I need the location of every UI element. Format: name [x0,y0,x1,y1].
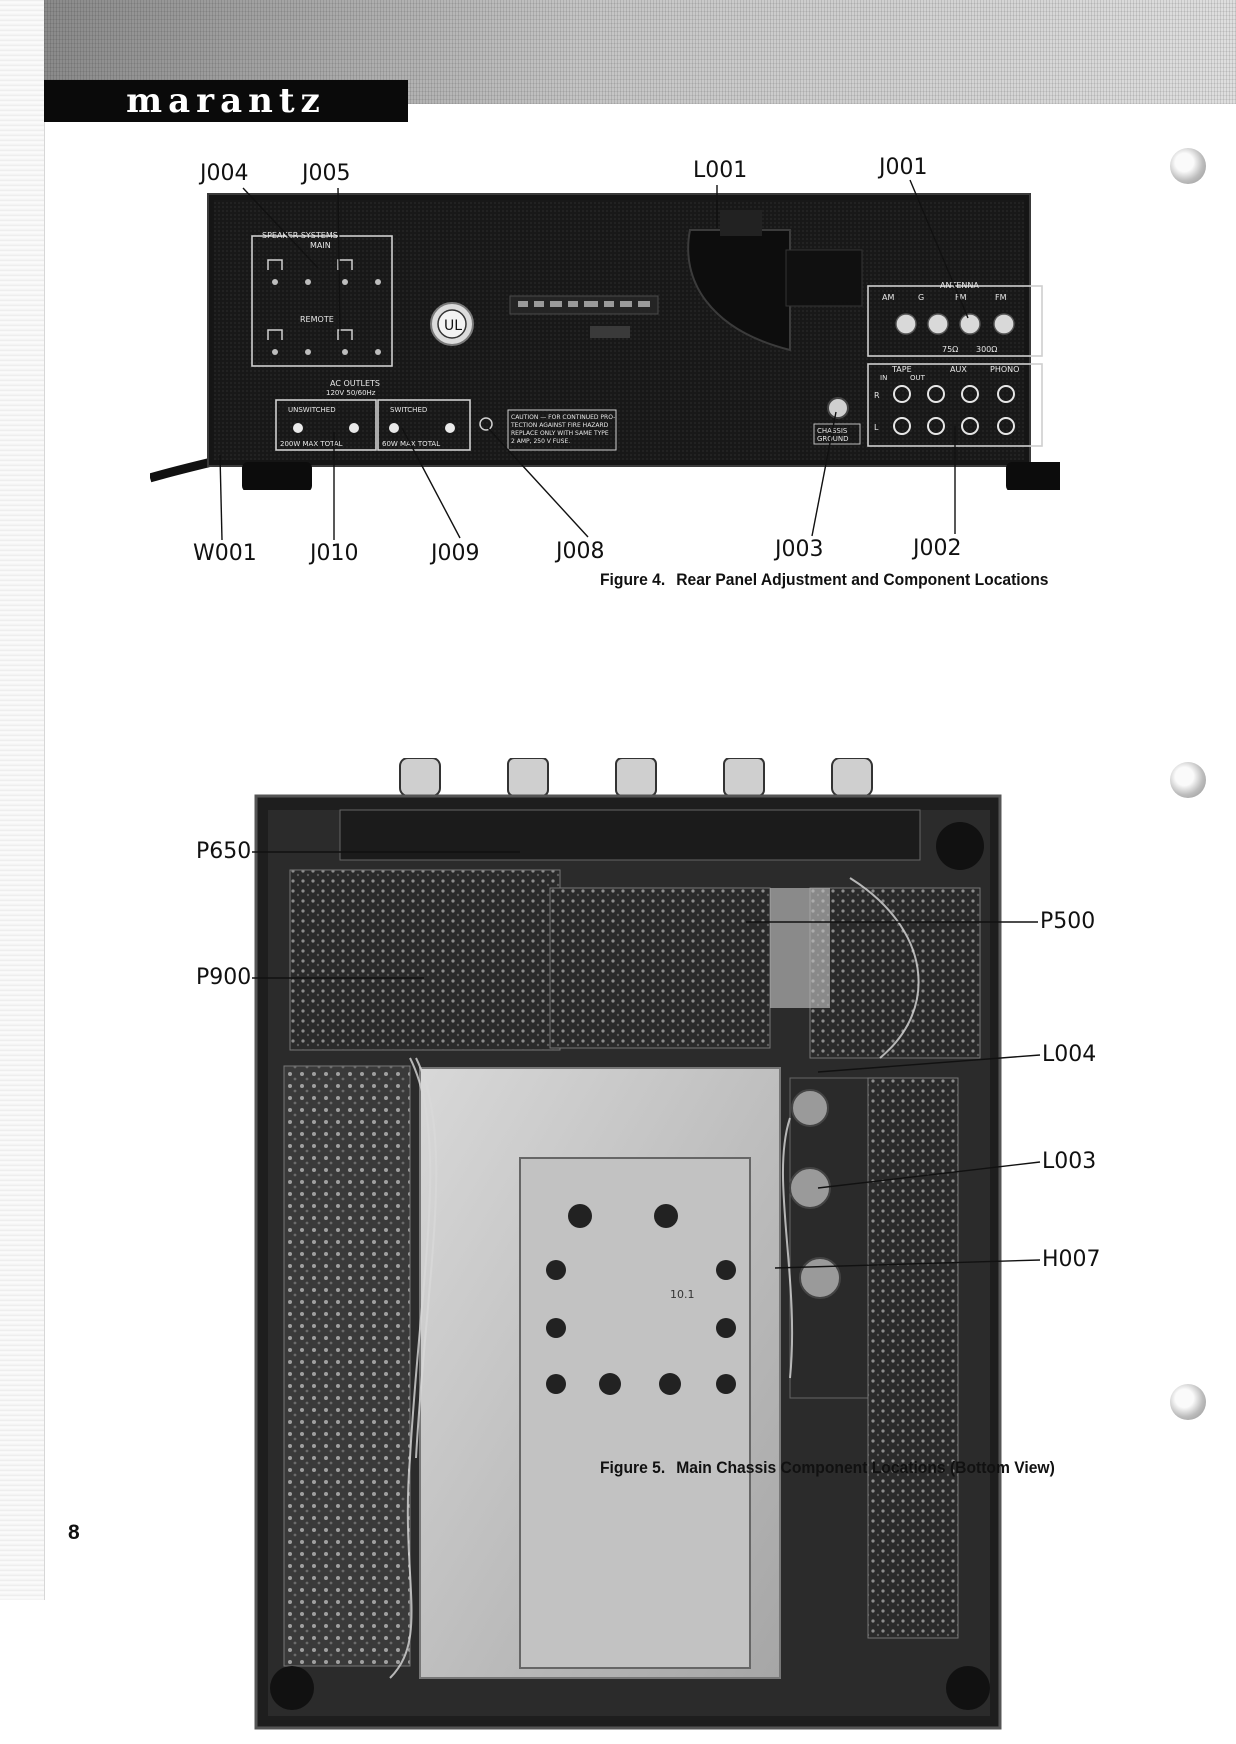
brand-text: marantz [126,81,326,121]
brand-logo: marantz [44,80,408,122]
page-edge [0,0,45,1600]
board-marking: 10.1 [670,1288,695,1301]
rear-panel-photo: SPEAKER SYSTEMS MAIN REMOTE UL ANTENNA [150,190,1060,490]
figure-5-number: Figure 5. [600,1458,666,1477]
callout-j010: J010 [310,541,359,566]
figure-4-number: Figure 4. [600,570,666,589]
left-channel-label: L [874,423,879,432]
figure-5-title: Main Chassis Component Locations (Bottom… [676,1458,1055,1477]
caution-line-1: CAUTION — FOR CONTINUED PRO- [511,414,615,421]
chassis-label: CHASSIS [817,427,848,435]
speaker-systems-label: SPEAKER SYSTEMS [262,231,338,240]
antenna-am-label: AM [882,293,894,302]
callout-h007: H007 [1042,1247,1101,1272]
aux-label: AUX [950,365,967,374]
callout-j001: J001 [879,155,928,180]
callout-j002: J002 [913,536,962,561]
caution-line-2: TECTION AGAINST FIRE HAZARD [510,422,609,429]
caution-line-3: REPLACE ONLY WITH SAME TYPE [511,430,609,437]
figure-5-caption: Figure 5. Main Chassis Component Location… [600,1458,1055,1478]
tape-in-label: IN [880,374,887,382]
chassis-photo: 10.1 [250,758,1020,1744]
unswitched-rating-label: 200W MAX TOTAL [280,440,343,448]
unswitched-label: UNSWITCHED [288,406,336,414]
impedance-75-label: 75Ω [942,345,958,354]
callout-j004: J004 [200,161,249,186]
callout-j005: J005 [302,161,351,186]
antenna-fm2-label: FM [995,293,1007,302]
figure-4-caption: Figure 4. Rear Panel Adjustment and Compo… [600,570,1048,590]
right-channel-label: R [874,391,880,400]
callout-p650: P650 [196,839,252,864]
callout-w001: W001 [193,541,257,566]
callout-l003: L003 [1042,1149,1097,1174]
chassis-illustration: 10.1 [254,758,1002,1730]
punch-hole [1170,762,1206,798]
punch-hole [1170,1384,1206,1420]
callout-p500: P500 [1040,909,1096,934]
antenna-g-label: G [918,293,924,302]
tape-label: TAPE [891,365,912,374]
remote-label: REMOTE [300,315,334,324]
antenna-fm-label: FM [955,293,967,302]
switched-rating-label: 60W MAX TOTAL [382,440,440,448]
page-number: 8 [68,1521,80,1544]
callout-j003: J003 [775,537,824,562]
rear-panel-illustration: SPEAKER SYSTEMS MAIN REMOTE UL ANTENNA [150,193,1060,490]
antenna-label: ANTENNA [940,281,979,290]
ac-rating-label: 120V 50/60Hz [326,389,376,397]
caution-line-4: 2 AMP, 250 V FUSE. [511,438,570,445]
impedance-300-label: 300Ω [976,345,997,354]
callout-p900: P900 [196,965,252,990]
punch-hole [1170,148,1206,184]
figure-4-title: Rear Panel Adjustment and Component Loca… [676,570,1049,589]
tape-out-label: OUT [910,374,926,382]
callout-l001: L001 [693,158,748,183]
callout-l004: L004 [1042,1042,1097,1067]
callout-j008: J008 [556,539,605,564]
phono-label: PHONO [990,365,1019,374]
callout-j009: J009 [431,541,480,566]
main-label: MAIN [310,241,331,250]
switched-label: SWITCHED [390,406,427,414]
ground-label: GROUND [817,435,849,443]
ul-mark: UL [444,318,462,334]
ac-outlets-label: AC OUTLETS [330,379,380,388]
